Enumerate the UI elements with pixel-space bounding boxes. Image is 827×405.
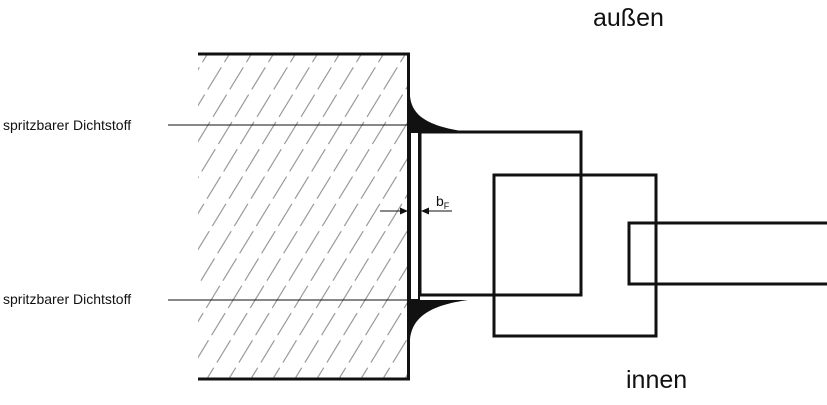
hatch-line <box>198 54 275 179</box>
arrowhead-right-icon <box>421 207 429 215</box>
hatch-line <box>0 40 106 400</box>
hatch-line <box>0 40 62 400</box>
hatch-line <box>228 84 408 379</box>
arrowhead-left-icon <box>400 207 408 215</box>
hatch-line <box>250 120 408 379</box>
hatch-line <box>198 54 341 287</box>
sealant-bead-bottom <box>410 300 468 340</box>
hatch-line <box>198 54 231 107</box>
hatch-line <box>198 54 385 359</box>
hatch-line <box>0 40 84 400</box>
hatch-line <box>198 54 363 323</box>
joint-width-symbol: b <box>436 193 444 209</box>
hatch-line <box>206 54 407 379</box>
hatch-line <box>198 54 209 71</box>
joint-width-dimension <box>380 207 452 215</box>
joint-width-subscript: F <box>443 201 450 211</box>
frame-profile-inner <box>492 173 658 338</box>
hatch-line <box>0 40 172 400</box>
hatch-line <box>414 40 634 400</box>
hatch-line <box>0 40 194 400</box>
hatch-line <box>198 54 297 215</box>
wall-section <box>0 40 678 400</box>
hatch-line <box>0 40 150 400</box>
hatch-line <box>0 40 128 400</box>
label-joint-width: bF <box>436 193 449 211</box>
hatch-line <box>382 336 408 379</box>
label-outside: außen <box>593 4 664 32</box>
hatch-line <box>458 40 678 400</box>
label-sealant-bottom: spritzbarer Dichtstoff <box>3 291 132 307</box>
hatch-line <box>294 192 408 379</box>
hatch-line <box>436 40 656 400</box>
hatch-line <box>198 54 253 143</box>
hatch-line <box>0 40 40 400</box>
hatch-line <box>198 54 319 251</box>
frame-profile-outer <box>418 130 583 297</box>
label-sealant-top: spritzbarer Dichtstoff <box>3 117 132 133</box>
label-inside: innen <box>626 366 688 394</box>
hatch-line <box>338 264 408 379</box>
wall-hatching <box>0 40 678 400</box>
hatch-line <box>272 156 408 379</box>
joint-gap <box>409 131 420 301</box>
sealant-bead-top <box>410 96 468 132</box>
sash-profile <box>627 221 827 286</box>
hatch-line <box>404 372 408 379</box>
hatch-line <box>360 300 408 379</box>
